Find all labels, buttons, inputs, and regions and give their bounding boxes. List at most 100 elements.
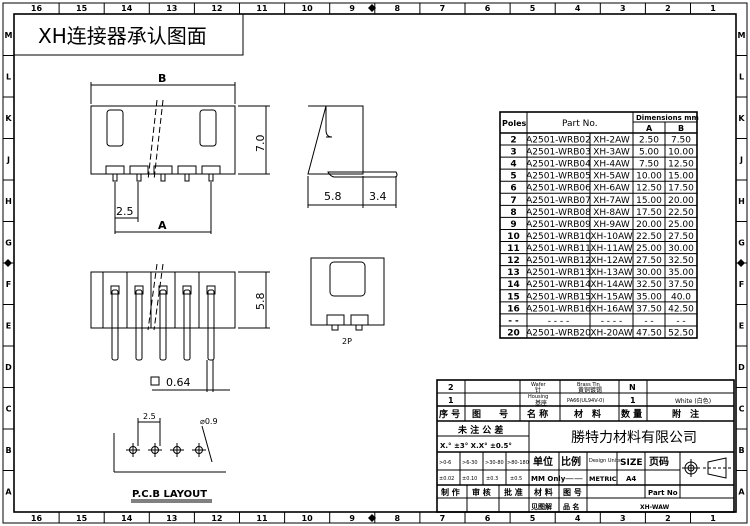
ruler-column-label: 2 [665, 4, 671, 13]
table-cell: A2501-WRB07 [526, 196, 591, 206]
ruler-column-label: 14 [121, 514, 133, 523]
table-cell: 30.00 [636, 268, 662, 278]
pcb-layout: 2.5 ⌀0.9 P.C.B LAYOUT [113, 412, 226, 503]
table-cell: 35.00 [668, 268, 694, 278]
header-poles: Poles [502, 119, 527, 128]
ruler-row-label: M [5, 31, 13, 40]
table-cell: A2501-WRB20 [526, 328, 591, 338]
table-cell: 10.00 [636, 172, 662, 182]
table-cell: 8 [510, 208, 516, 218]
pin [183, 289, 191, 361]
pin-tail [184, 173, 190, 182]
product-name-label: 品 名 [563, 502, 579, 511]
table-cell: 20.00 [636, 220, 662, 230]
ruler-column-label: 16 [31, 4, 43, 13]
pin-tail [112, 173, 118, 182]
center-mark-icon [4, 259, 12, 267]
h-material: 材 料 [573, 408, 601, 420]
drawing-no-label: 图 号 [563, 488, 582, 497]
center-mark-icon [368, 4, 376, 12]
ruler-column-label: 14 [121, 4, 133, 13]
bom-name-en-2: Wafer [531, 382, 547, 388]
ruler-column-label: 3 [620, 4, 626, 13]
table-cell: - - [644, 316, 653, 326]
pin-head [182, 285, 192, 295]
table-cell: 15 [507, 292, 520, 302]
ruler-row-label: F [739, 280, 744, 289]
ruler-column-label: 4 [575, 514, 581, 523]
ruler-column-label: 12 [211, 514, 222, 523]
table-cell: 35.00 [636, 292, 662, 302]
table-cell: XH-15AW [590, 292, 632, 302]
pin-tail [136, 173, 142, 182]
ruler-column-label: 5 [530, 514, 536, 523]
ruler-row-label: K [738, 114, 745, 123]
dim-b-label: B [158, 72, 166, 85]
table-cell: A2501-WRB15 [526, 292, 591, 302]
bom-material-1: PA66(UL94V-0) [567, 398, 604, 404]
table-cell: 30.00 [668, 244, 694, 254]
ruler-row-label: A [5, 488, 12, 497]
ruler-row-label: G [738, 239, 745, 248]
pcb-title: P.C.B LAYOUT [132, 489, 207, 500]
table-cell: 10 [507, 232, 520, 242]
pin [159, 289, 167, 361]
table-cell: A2501-WRB04 [526, 160, 591, 170]
bom-qty-1: 1 [630, 396, 636, 405]
header-a: A [646, 124, 653, 133]
ruler-row-label: E [739, 322, 744, 331]
unit-label: 单位 [533, 455, 553, 468]
dim-pitch-label: 2.5 [116, 205, 134, 218]
end-view: 2P [310, 257, 385, 346]
size-value: A4 [626, 475, 636, 483]
ruler-column-label: 16 [31, 514, 43, 523]
range-1: >0-6 [439, 460, 451, 466]
design-units-label: Design Units [589, 458, 621, 464]
ruler-row-label: J [6, 156, 10, 165]
ruler-column-label: 7 [440, 4, 446, 13]
title-box [13, 13, 244, 56]
table-cell: XH-20AW [590, 328, 632, 338]
table-cell: A2501-WRB05 [526, 172, 591, 182]
h-note: 附 注 [672, 408, 699, 420]
ruler-column-label: 12 [211, 4, 222, 13]
ruler-column-label: 6 [485, 514, 491, 523]
dim-a-label: A [158, 219, 167, 232]
ruler-column-label: 1 [710, 514, 716, 523]
ruler-row-label: L [739, 73, 744, 82]
bom-material-cn-2: 黄铜镀锡 [578, 386, 602, 394]
table-cell: 42.50 [668, 304, 694, 314]
bom-note-1: White (白色) [675, 397, 711, 405]
range-3: >30-80 [485, 460, 504, 466]
table-cell: 25.00 [636, 244, 662, 254]
table-cell: A2501-WRB11 [526, 244, 591, 254]
ruler-column-label: 7 [440, 514, 446, 523]
table-cell: 16 [507, 304, 520, 314]
table-cell: XH-10AW [590, 232, 632, 242]
ruler-column-label: 13 [166, 4, 177, 13]
table-cell: XH-13AW [590, 268, 632, 278]
table-cell: XH-2AW [593, 136, 630, 146]
table-cell: A2501-WRB02 [526, 136, 591, 146]
ruler-column-label: 10 [302, 514, 314, 523]
h-drawing: 图 号 [472, 409, 508, 420]
end-view-label: 2P [342, 337, 352, 346]
size-label: SIZE [620, 458, 643, 468]
table-cell: XH-11AW [590, 244, 632, 254]
bom-no-1: 1 [448, 396, 454, 405]
table-cell: 25.00 [668, 220, 694, 230]
tolerance-angle: X.° ±3° X.X° ±0.5° [440, 442, 512, 450]
dim-rear-height-label: 5.8 [254, 293, 267, 311]
material-label: 材 料 [534, 487, 553, 497]
square-pin-icon [150, 376, 160, 386]
table-cell: 10.00 [668, 148, 694, 158]
table-cell: 7 [510, 196, 516, 206]
ruler-row-label: G [5, 239, 12, 248]
ruler-column-label: 9 [349, 514, 355, 523]
table-cell: 47.50 [636, 328, 662, 338]
table-cell: XH-4AW [593, 160, 630, 170]
bom-material-en-2: Brass Tin [577, 382, 600, 388]
table-cell: - - - - [601, 316, 623, 326]
table-cell: 2 [510, 136, 516, 146]
